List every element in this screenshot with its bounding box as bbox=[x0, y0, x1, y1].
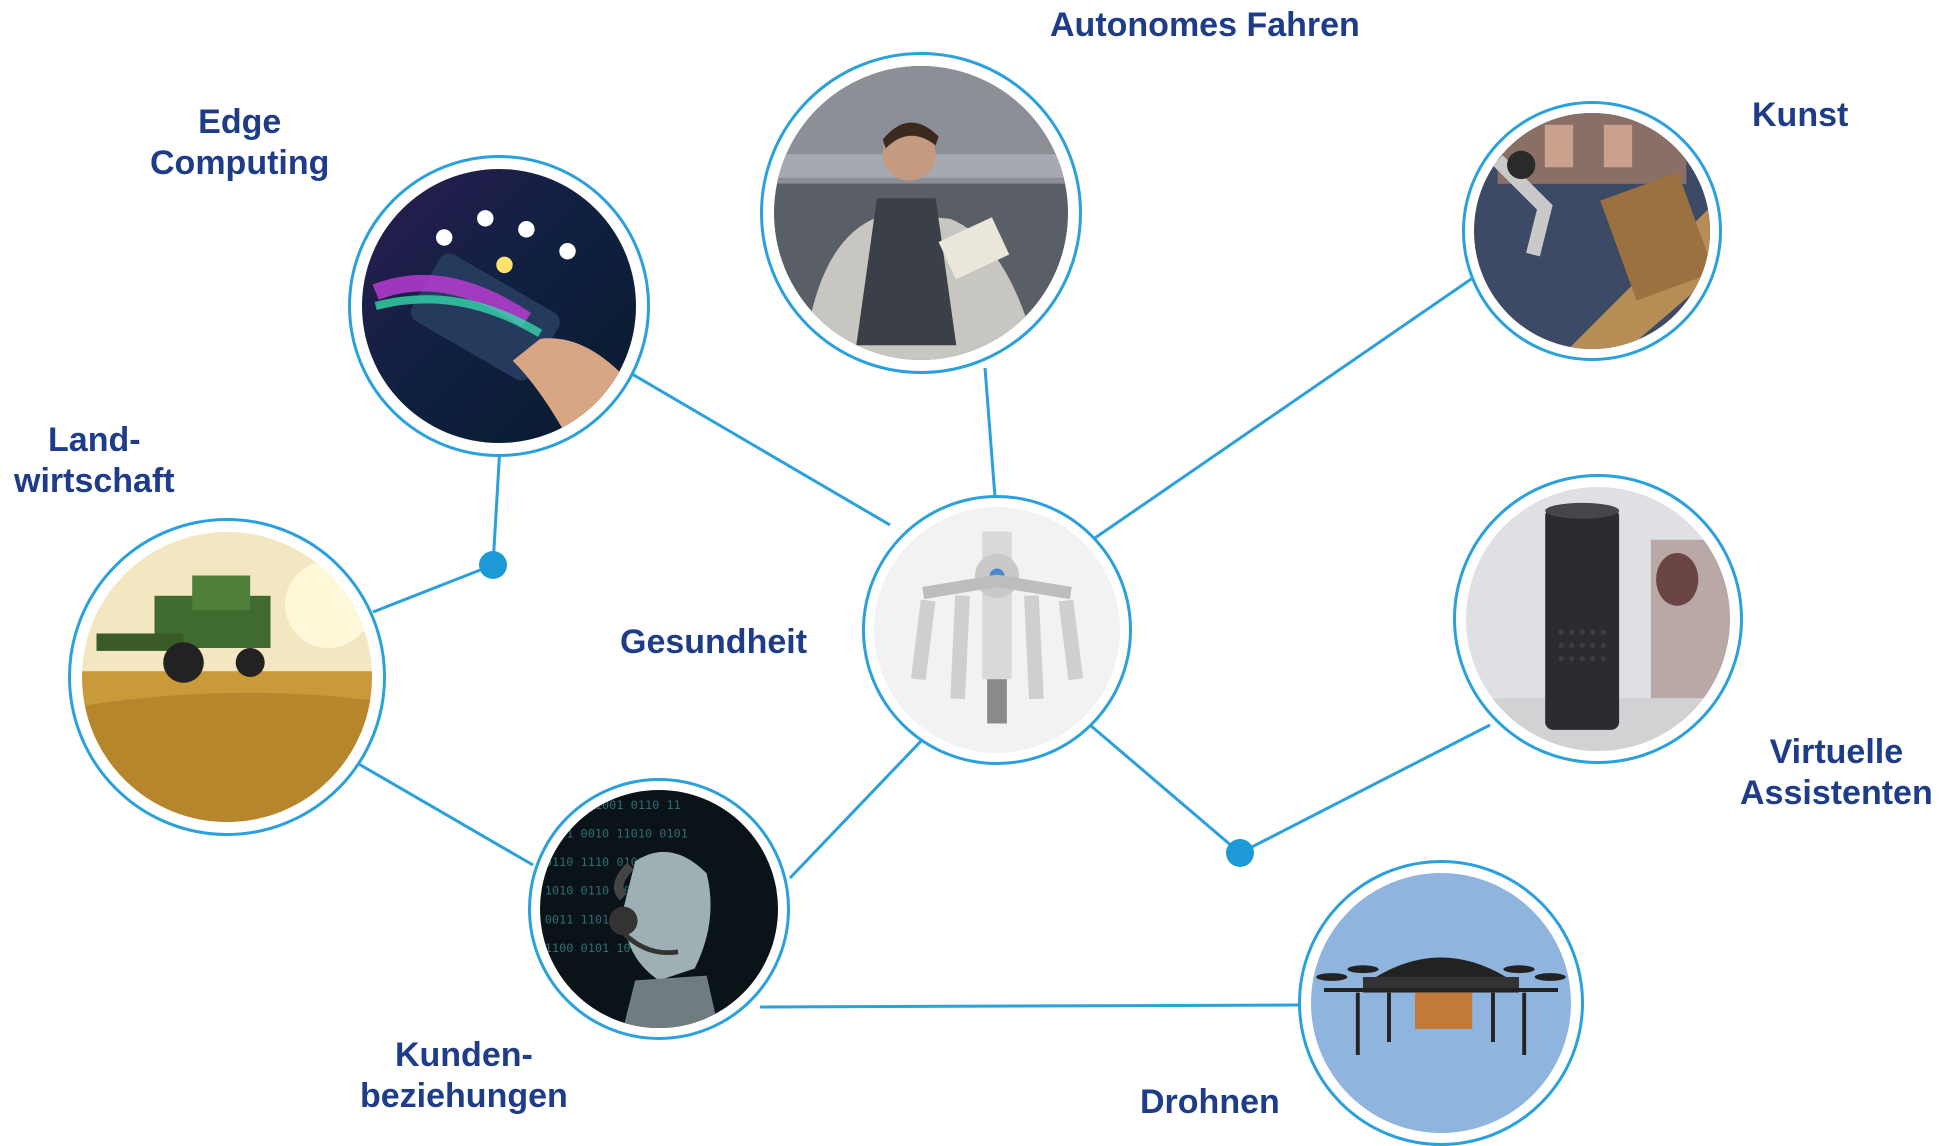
label-kundenbeziehungen: Kunden- beziehungen bbox=[360, 1035, 568, 1117]
label-line: Assistenten bbox=[1740, 774, 1933, 812]
harvester-image bbox=[82, 532, 372, 822]
label-landwirtschaft: Land- wirtschaft bbox=[14, 420, 175, 502]
connector-customer-drone bbox=[759, 1003, 1301, 1009]
connector-health-car bbox=[983, 367, 997, 498]
surgical-robot-image bbox=[874, 507, 1120, 753]
drone-image bbox=[1311, 873, 1571, 1133]
self-driving-car-image bbox=[774, 66, 1068, 360]
label-virtuelle-assistenten: Virtuelle Assistenten bbox=[1740, 732, 1933, 814]
label-gesundheit: Gesundheit bbox=[620, 623, 808, 661]
label-line: beziehungen bbox=[360, 1077, 568, 1115]
label-edge-computing: Edge Computing bbox=[150, 102, 329, 184]
label-line: Land- bbox=[48, 421, 141, 459]
label-line: Virtuelle bbox=[1769, 733, 1904, 771]
svg-text:1101 0010 11010 0101: 1101 0010 11010 0101 bbox=[545, 827, 688, 841]
label-line: Edge bbox=[198, 103, 282, 141]
junction-dot bbox=[1226, 839, 1254, 867]
connector-customer-farm bbox=[356, 761, 534, 867]
label-drohnen: Drohnen bbox=[1140, 1083, 1280, 1121]
smart-speaker-image bbox=[1466, 487, 1730, 751]
label-line: Kunden- bbox=[394, 1036, 533, 1074]
smartphone-image bbox=[362, 169, 636, 443]
connector-health-edge bbox=[619, 365, 891, 527]
junction-dot bbox=[479, 551, 507, 579]
robot-painting-image bbox=[1474, 113, 1710, 349]
connector-health-dot bbox=[1089, 723, 1241, 855]
connector-farm-dot bbox=[372, 563, 494, 614]
label-autonomes-fahren: Autonomes Fahren bbox=[1050, 6, 1360, 44]
label-line: Computing bbox=[150, 144, 330, 182]
connector-dot-assistant bbox=[1239, 723, 1491, 855]
label-kunst: Kunst bbox=[1752, 96, 1849, 134]
label-line: wirtschaft bbox=[14, 462, 175, 500]
connector-dot-edge bbox=[491, 445, 502, 566]
connector-health-art bbox=[1091, 271, 1481, 542]
connector-health-customer bbox=[788, 738, 924, 880]
